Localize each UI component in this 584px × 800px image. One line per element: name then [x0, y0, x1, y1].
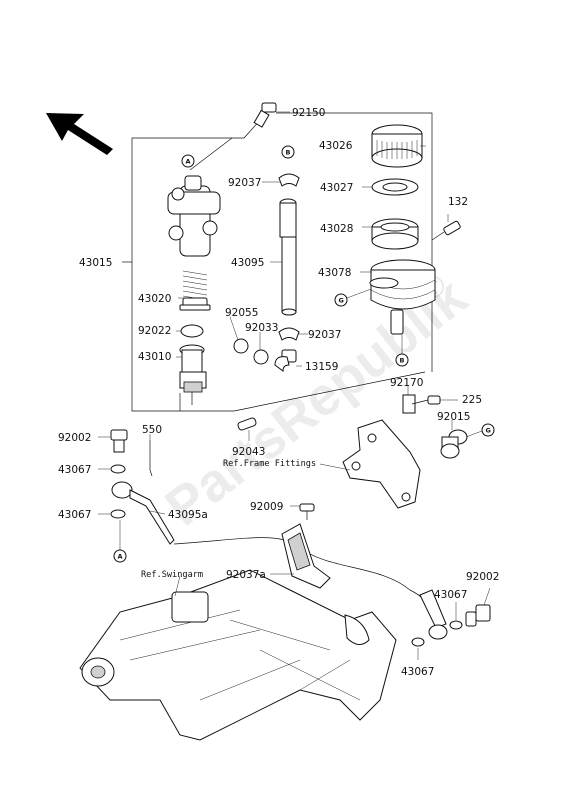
label-43067-b: 43067 — [58, 509, 91, 521]
circle-marker-a-label: A — [186, 158, 191, 166]
circle-marker-a-bottom-label: A — [118, 553, 123, 561]
part-43067-washer-d — [411, 637, 425, 647]
part-43020-spring — [179, 270, 211, 311]
label-43095: 43095 — [231, 257, 264, 269]
circle-marker-b-top — [281, 145, 295, 159]
label-92022: 92022 — [138, 325, 171, 337]
part-92150-bolt — [253, 102, 277, 128]
label-ref-frame-fittings: Ref.Frame Fittings — [223, 459, 316, 469]
label-43095a: 43095a — [168, 509, 208, 521]
circle-marker-a — [181, 154, 195, 168]
part-43028-diaphragm — [371, 218, 419, 250]
part-43015-master-cylinder — [167, 175, 221, 257]
circle-marker-g-reservoir — [334, 293, 348, 307]
circle-marker-b-bottom-label: B — [400, 357, 405, 365]
part-92037-hose-clamp-top — [278, 173, 300, 187]
circle-marker-b-top-label: B — [286, 149, 291, 157]
label-92002-left: 92002 — [58, 432, 91, 444]
label-92015: 92015 — [437, 411, 470, 423]
label-92170: 92170 — [390, 377, 423, 389]
part-43067-washer-a — [110, 464, 126, 474]
label-92150: 92150 — [292, 107, 325, 119]
label-92033: 92033 — [245, 322, 278, 334]
label-43010: 43010 — [138, 351, 171, 363]
part-43067-washer-b — [110, 509, 126, 519]
circle-marker-g-bracket — [481, 423, 495, 437]
part-92055-o-ring — [233, 338, 249, 354]
part-92043-pin — [237, 417, 257, 431]
part-92037-hose-clamp-mid — [278, 327, 300, 341]
label-43028: 43028 — [320, 223, 353, 235]
part-43078-reservoir-body — [369, 259, 436, 335]
part-43027-diaphragm-plate — [371, 178, 419, 196]
label-92055: 92055 — [225, 307, 258, 319]
label-43067-d: 43067 — [401, 666, 434, 678]
label-13159: 13159 — [305, 361, 338, 373]
part-43067-washer-c — [449, 620, 463, 630]
label-43015: 43015 — [79, 257, 112, 269]
part-13159-elbow-fitting — [274, 349, 297, 372]
label-92037-top: 92037 — [228, 177, 261, 189]
part-92002-banjo-bolt-right — [465, 604, 491, 627]
direction-arrow-icon — [46, 113, 113, 155]
label-225: 225 — [462, 394, 482, 406]
label-ref-swingarm: Ref.Swingarm — [141, 570, 203, 580]
label-550: 550 — [142, 424, 162, 436]
circle-marker-g-bracket-label: G — [486, 427, 491, 435]
label-92009: 92009 — [250, 501, 283, 513]
label-43020: 43020 — [138, 293, 171, 305]
part-43095a-hose-end-right — [419, 589, 448, 640]
circle-marker-g-reservoir-label: G — [339, 297, 344, 305]
part-132-screw — [431, 220, 461, 241]
part-43010-push-rod — [179, 344, 207, 405]
part-labels: 92150 43026 92037 43027 132 43028 43015 … — [58, 107, 499, 678]
label-92043: 92043 — [232, 446, 265, 458]
label-43027: 43027 — [320, 182, 353, 194]
label-43067-c: 43067 — [434, 589, 467, 601]
label-92037a: 92037a — [226, 569, 266, 581]
label-92037-mid: 92037 — [308, 329, 341, 341]
part-43026-reservoir-cap — [371, 124, 423, 168]
label-92002-right: 92002 — [466, 571, 499, 583]
part-92015-collar — [440, 429, 468, 459]
part-92037a-hose-guide — [281, 523, 331, 589]
part-92033-ring — [253, 349, 269, 365]
part-92002-banjo-bolt-left — [110, 429, 128, 453]
part-43095-reservoir-hose — [279, 198, 297, 316]
part-92022-snap-ring — [180, 324, 204, 338]
part-swingarm-reference — [79, 569, 397, 741]
label-43067-a: 43067 — [58, 464, 91, 476]
part-225-bolt — [411, 395, 441, 405]
part-frame-fitting-bracket — [342, 419, 421, 509]
label-43078: 43078 — [318, 267, 351, 279]
part-92170-clamp — [402, 394, 416, 414]
label-132: 132 — [448, 196, 468, 208]
leader-lines — [98, 111, 491, 660]
label-43026: 43026 — [319, 140, 353, 152]
part-92009-screw — [299, 503, 315, 520]
